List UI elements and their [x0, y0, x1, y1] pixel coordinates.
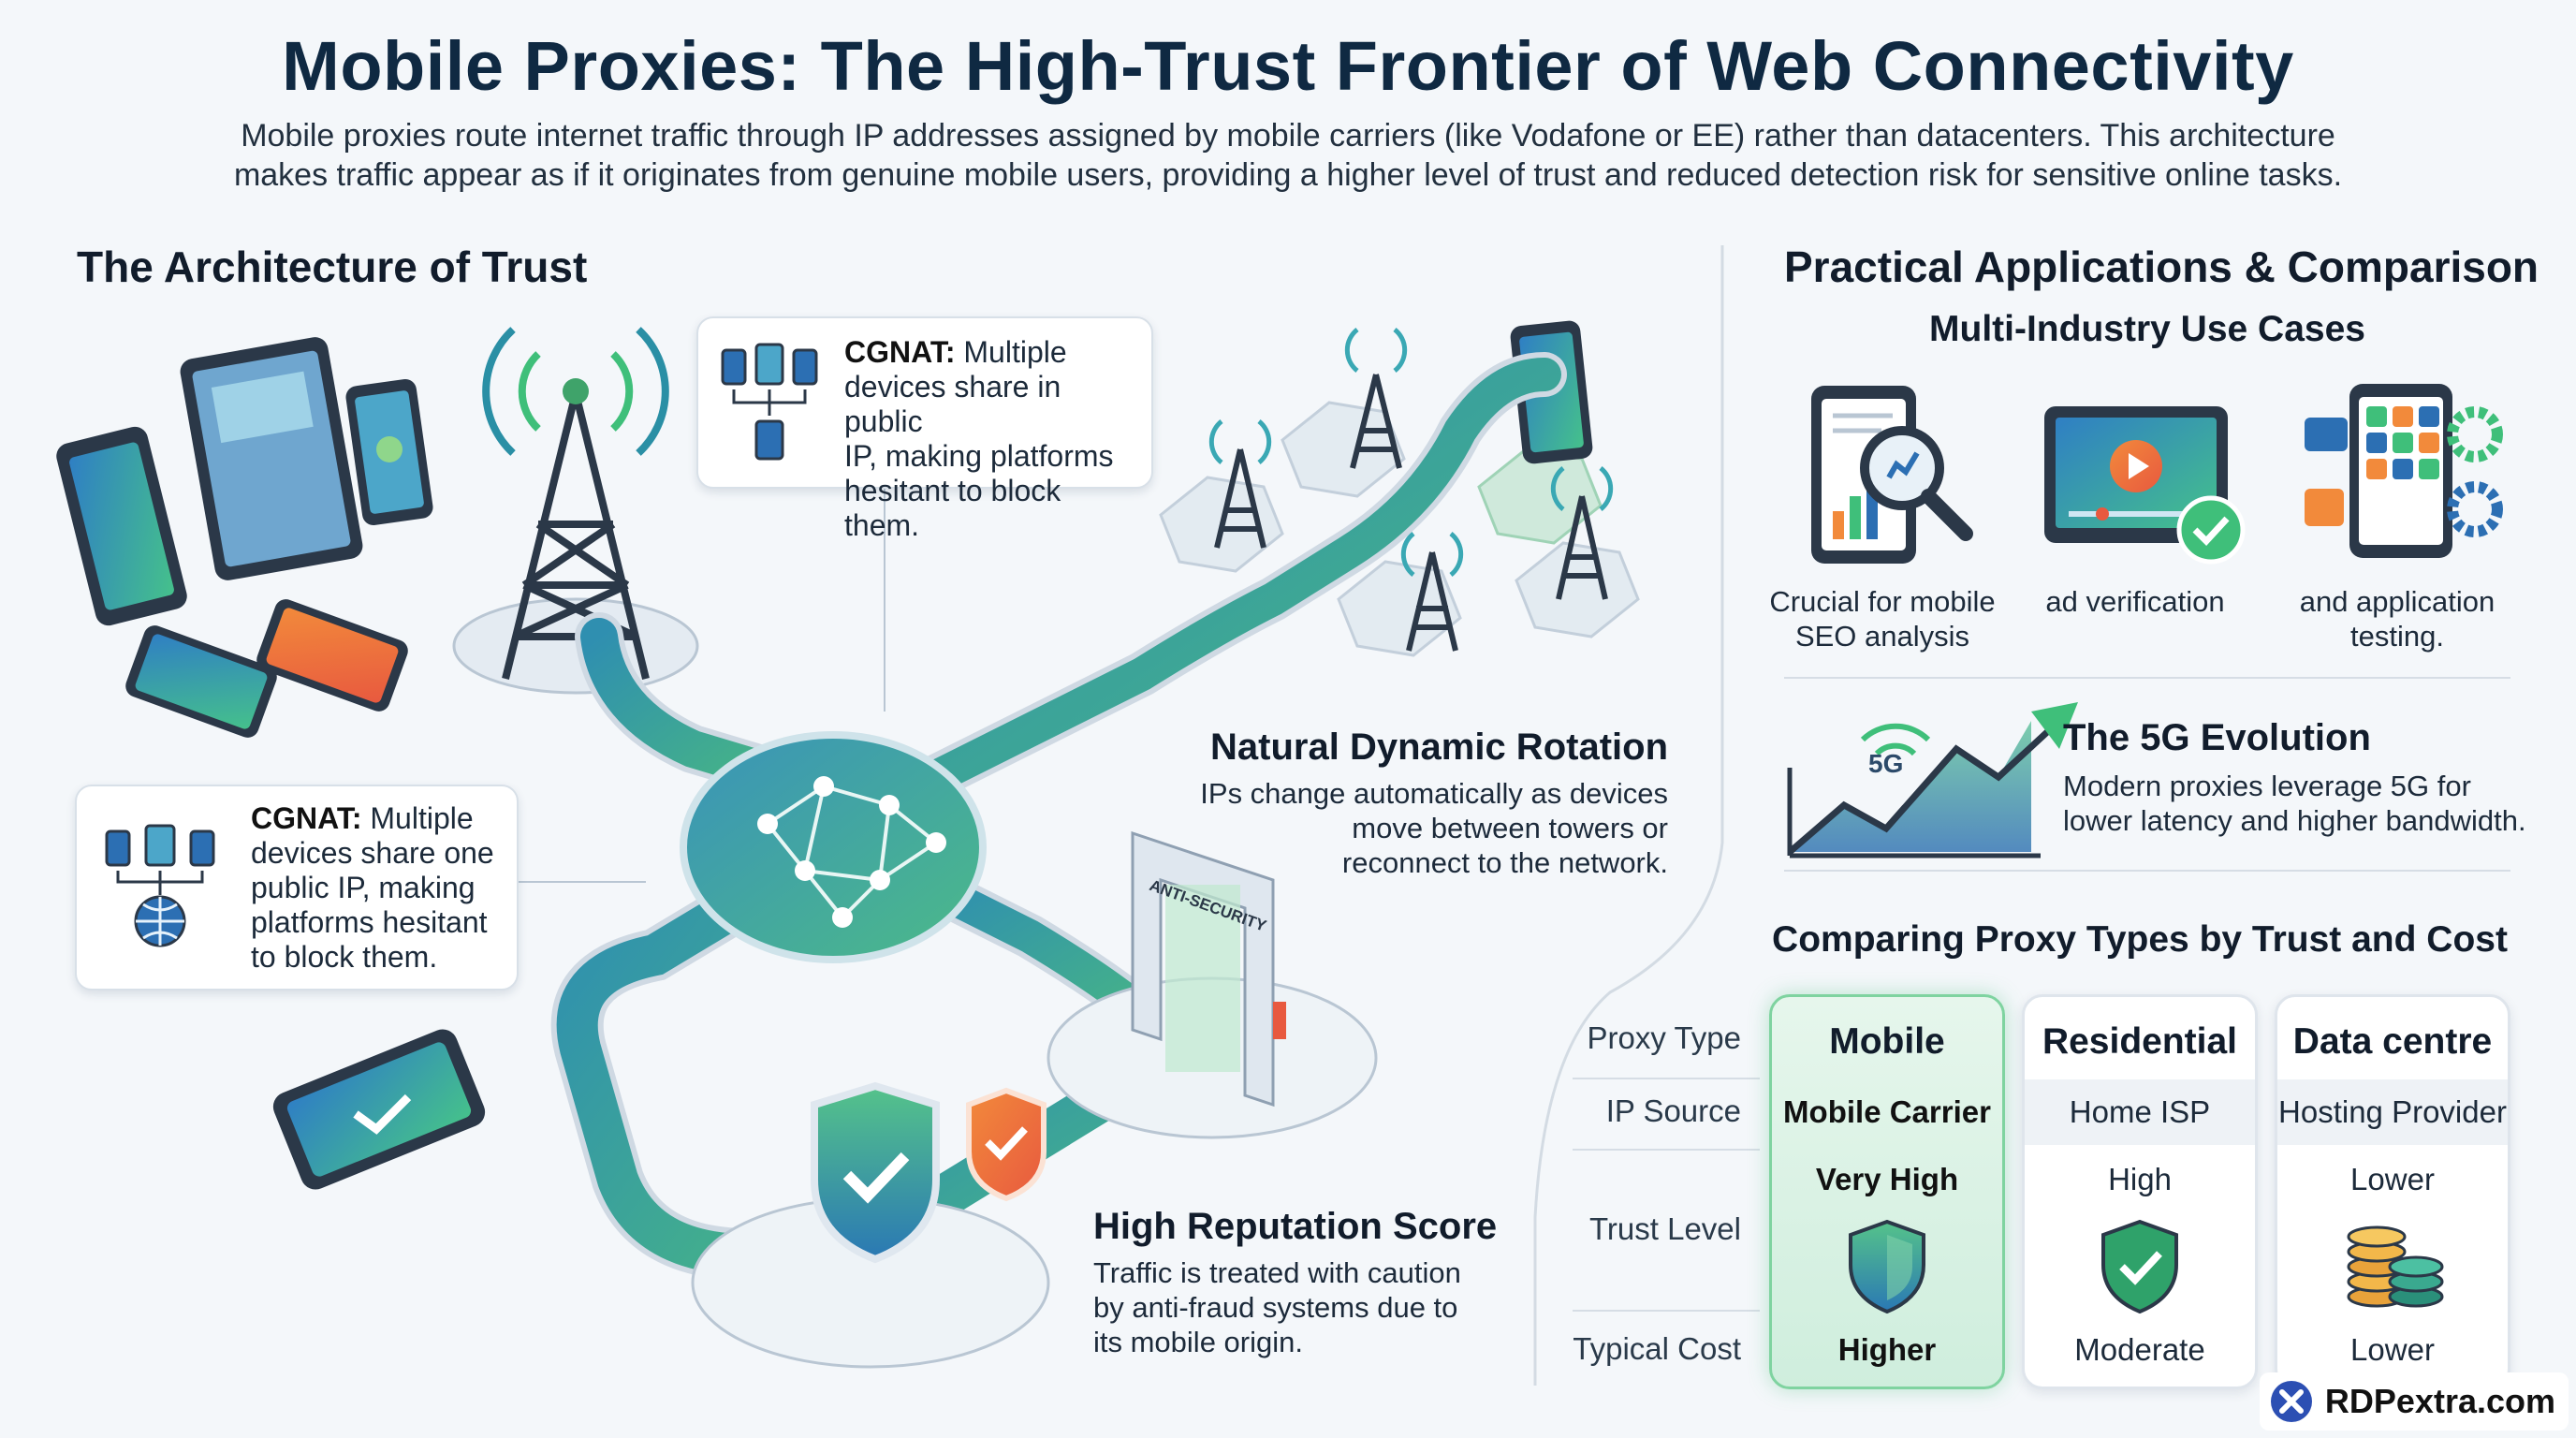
rotation-line: move between towers or — [1352, 812, 1668, 844]
android-phone-icon — [345, 378, 433, 526]
brand-logo-icon — [2270, 1381, 2312, 1422]
rotation-line: IPs change automatically as devices — [1200, 777, 1668, 810]
reputation-text: Traffic is treated with caution by anti-… — [1093, 1255, 1524, 1359]
reputation-line: its mobile origin. — [1093, 1326, 1303, 1358]
reputation-block: High Reputation Score Traffic is treated… — [1093, 1206, 1524, 1359]
cgnat-text: Multiple — [955, 335, 1067, 369]
ip-source-value: Hosting Provider — [2278, 1094, 2507, 1129]
cgnat-text: IP, making platforms — [844, 439, 1114, 473]
comparison-title: Comparing Proxy Types by Trust and Cost — [1772, 919, 2508, 960]
row-band — [2277, 1079, 2508, 1145]
rotation-title: Natural Dynamic Rotation — [1210, 726, 1668, 768]
use-case-label: ad verification — [2045, 585, 2225, 618]
cgnat-text: to block them. — [251, 940, 438, 974]
use-case-label: SEO analysis — [1794, 620, 1970, 653]
shield-check-icon — [966, 1087, 1046, 1202]
cgnat-card-left: CGNAT: Multiple devices share one public… — [75, 785, 519, 990]
cgnat-label: CGNAT: — [251, 801, 362, 835]
signal-waves-icon — [1208, 328, 1614, 577]
5g-block: The 5G Evolution Modern proxies leverage… — [2063, 717, 2531, 838]
trust-value: Lower — [2350, 1162, 2435, 1196]
rotation-text: IPs change automatically as devices move… — [1148, 776, 1668, 880]
tablet-device-icon — [56, 426, 187, 626]
use-case-label: and application — [2299, 585, 2496, 618]
page-title: Mobile Proxies: The High-Trust Frontier … — [282, 27, 2294, 105]
cgnat-label: CGNAT: — [844, 335, 956, 369]
use-case-label: Crucial for mobile — [1769, 585, 1996, 618]
column-header: Data centre — [2292, 1021, 2493, 1062]
ip-source-value: Mobile Carrier — [1783, 1094, 1991, 1129]
use-cases-title: Multi-Industry Use Cases — [1929, 309, 2365, 349]
shared-public-ip-icon — [105, 824, 215, 947]
column-header: Residential — [2042, 1021, 2238, 1062]
trust-value: Very High — [1815, 1162, 1959, 1196]
row-label-proxy-type: Proxy Type — [1587, 1020, 1741, 1055]
5g-line: Modern proxies leverage 5G for — [2063, 770, 2471, 802]
cost-value: Higher — [1837, 1332, 1937, 1367]
anti-security-gate-icon — [1131, 830, 1286, 1108]
applications-title: Practical Applications & Comparison — [1784, 242, 2539, 291]
brand-name: RDPextra.com — [2324, 1382, 2555, 1420]
5g-title: The 5G Evolution — [2063, 717, 2371, 758]
use-case-label: testing. — [2350, 620, 2444, 653]
shared-ip-devices-icon — [721, 343, 818, 461]
cost-value: Moderate — [2074, 1332, 2205, 1367]
5g-badge: 5G — [1868, 749, 1904, 778]
phone-device-icon — [256, 599, 408, 712]
section-divider — [1533, 245, 1724, 1386]
shield-icon — [1849, 1219, 1925, 1314]
reputation-title: High Reputation Score — [1093, 1206, 1498, 1247]
cell-tower-icon — [452, 327, 699, 695]
column-data-centre: Data centre Hosting Provider Lower Lower — [2275, 994, 2510, 1389]
reputation-line: Traffic is treated with caution — [1093, 1256, 1461, 1289]
5g-text: Modern proxies leverage 5G for lower lat… — [2063, 769, 2531, 838]
seo-analysis-icon — [1811, 386, 1973, 564]
column-mobile: Mobile Mobile Carrier Very High Higher — [1769, 994, 2005, 1389]
cgnat-text: Multiple — [361, 801, 474, 835]
use-case-ad: ad verification — [2012, 584, 2258, 619]
cgnat-text: public IP, making — [251, 871, 476, 904]
ip-source-value: Home ISP — [2069, 1094, 2211, 1129]
rotation-block: Natural Dynamic Rotation IPs change auto… — [1148, 726, 1668, 880]
row-label-trust-level: Trust Level — [1588, 1211, 1741, 1246]
column-residential: Residential Home ISP High Moderate — [2022, 994, 2258, 1389]
coins-icon — [2347, 1225, 2444, 1308]
row-band — [2025, 1079, 2255, 1145]
cgnat-left-text: CGNAT: Multiple devices share one public… — [251, 801, 513, 975]
cgnat-top-text: CGNAT: Multiple devices share in public … — [844, 335, 1144, 543]
cgnat-text: devices share in public — [844, 370, 1061, 438]
5g-growth-chart-icon — [1787, 702, 2078, 858]
cgnat-text: platforms hesitant — [251, 905, 488, 939]
brand-badge[interactable]: RDPextra.com — [2259, 1372, 2569, 1431]
phone-device-icon — [125, 625, 277, 738]
cgnat-text: devices share one — [251, 836, 494, 870]
trust-value: High — [2108, 1162, 2172, 1196]
row-label-ip-source: IP Source — [1605, 1093, 1741, 1128]
ad-verification-icon — [2044, 406, 2246, 565]
secure-phone-icon — [272, 1029, 486, 1190]
use-case-app: and application testing. — [2275, 584, 2520, 653]
shield-check-icon — [811, 1081, 940, 1264]
architecture-title: The Architecture of Trust — [77, 242, 588, 291]
cgnat-text: hesitant to block them. — [844, 474, 1061, 542]
tablet-device-icon — [180, 337, 363, 580]
rotation-line: reconnect to the network. — [1341, 846, 1668, 879]
row-label-typical-cost: Typical Cost — [1573, 1331, 1741, 1366]
page-subtitle: Mobile proxies route internet traffic th… — [187, 116, 2389, 195]
reputation-line: by anti-fraud systems due to — [1093, 1291, 1458, 1324]
data-route — [550, 352, 1567, 1281]
shield-check-icon — [2101, 1219, 2178, 1314]
cell-tower-icon — [1214, 374, 1608, 652]
cost-value: Lower — [2350, 1332, 2435, 1367]
5g-line: lower latency and higher bandwidth. — [2063, 804, 2526, 837]
subtitle-line: Mobile proxies route internet traffic th… — [241, 118, 2335, 154]
column-header: Mobile — [1829, 1021, 1945, 1062]
network-hub-icon — [680, 731, 987, 963]
app-testing-icon — [2305, 384, 2503, 558]
use-case-seo: Crucial for mobile SEO analysis — [1760, 584, 2005, 653]
subtitle-line: makes traffic appear as if it originates… — [233, 157, 2343, 193]
cgnat-card-top: CGNAT: Multiple devices share in public … — [696, 316, 1153, 542]
